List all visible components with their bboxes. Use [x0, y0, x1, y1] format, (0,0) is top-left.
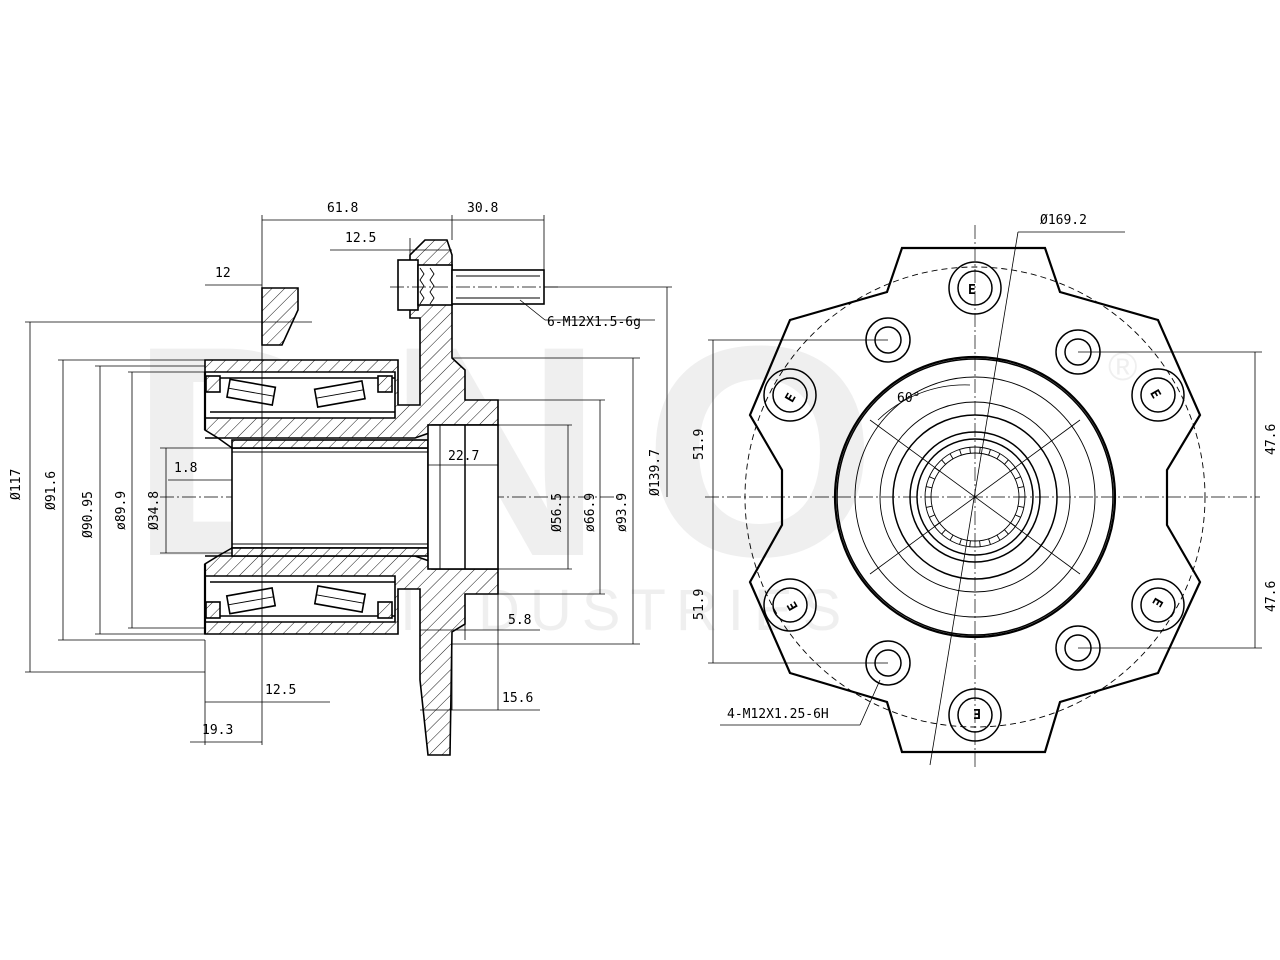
spigot-bore	[427, 424, 499, 570]
dim-dia-91-6: Ø91.6	[44, 471, 59, 510]
svg-text:E: E	[973, 705, 981, 720]
spline-tooth	[996, 534, 1001, 541]
spline-tooth	[1017, 505, 1025, 508]
dim-19-3: 19.3	[202, 723, 233, 738]
spline-tooth	[1017, 486, 1025, 489]
spline-tooth	[941, 459, 946, 465]
hole-thread-callout: 4-M12X1.25-6H	[727, 707, 829, 722]
side-view: 61.8 30.8 12.5 12 1.8 22.7 5.8 12.5 15.6…	[9, 201, 672, 756]
spline-tooth	[979, 447, 981, 454]
side-extension-lines	[25, 215, 672, 745]
side-dimension-lines	[29, 219, 668, 743]
spline-tooth	[949, 453, 954, 460]
spline-tooth	[959, 449, 962, 456]
dim-12-5-top: 12.5	[345, 231, 376, 246]
dim-dia-169-2: Ø169.2	[1040, 213, 1087, 228]
dim-dia-139-7: Ø139.7	[648, 449, 663, 496]
spline-tooth	[988, 538, 991, 545]
spline-tooth	[988, 449, 991, 456]
bearing-lower	[203, 564, 396, 634]
spline-tooth	[1004, 529, 1009, 535]
svg-text:E: E	[1146, 387, 1163, 401]
spline-tooth	[959, 538, 962, 545]
spline-tooth	[929, 514, 935, 518]
dim-dia-89-9: ø89.9	[114, 491, 129, 530]
dim-47-6-bottom: 47.6	[1264, 581, 1279, 612]
dim-dia-34-8: Ø34.8	[147, 491, 162, 530]
dim-12-5-bottom: 12.5	[265, 683, 296, 698]
spline-tooth	[929, 476, 935, 480]
dim-30-8: 30.8	[467, 201, 498, 216]
bearing-upper	[203, 371, 396, 430]
spline-tooth	[925, 486, 933, 489]
dim-15-6: 15.6	[502, 691, 533, 706]
seal-upper-right	[377, 375, 393, 393]
spline-tooth	[925, 505, 933, 508]
spline-tooth	[969, 447, 971, 454]
dim-angle-60: 60°	[897, 391, 920, 406]
dim-dia-90-95: Ø90.95	[81, 491, 96, 538]
dim-51-9-top: 51.9	[692, 429, 707, 460]
bolt-upper-right: E	[1131, 368, 1185, 422]
spline-tooth	[969, 540, 971, 547]
dim-dia-66-9: ø66.9	[583, 493, 598, 532]
dim-12: 12	[215, 266, 231, 281]
seal-lower-left	[205, 601, 221, 619]
dim-61-8: 61.8	[327, 201, 358, 216]
spline-tooth	[979, 540, 981, 547]
bolt-top: E	[948, 261, 1002, 315]
svg-text:E: E	[1148, 595, 1165, 609]
spline-tooth	[1004, 459, 1009, 465]
spline-tooth	[949, 534, 954, 541]
dim-22-7: 22.7	[448, 449, 479, 464]
spline-tooth	[941, 529, 946, 535]
front-dimension-lines	[708, 231, 1262, 766]
dim-dia-117: Ø117	[9, 469, 24, 500]
dim-1-8: 1.8	[174, 461, 197, 476]
dim-5-8: 5.8	[508, 613, 531, 628]
bolt-lower-right: E	[1131, 578, 1185, 632]
seal-lower-right	[377, 601, 393, 619]
spline-tooth	[1015, 476, 1021, 480]
dim-dia-56-5: Ø56.5	[550, 493, 565, 532]
spline-tooth	[1015, 514, 1021, 518]
dim-47-6-top: 47.6	[1264, 424, 1279, 455]
bolt-bottom: E	[948, 688, 1002, 742]
hub-bore	[231, 447, 429, 549]
seal-upper-left	[205, 375, 221, 393]
wheel-stud	[390, 259, 560, 311]
dim-51-9-bottom: 51.9	[692, 589, 707, 620]
dim-dia-93-9: ø93.9	[615, 493, 630, 532]
spline-tooth	[996, 453, 1001, 460]
stud-thread-callout: 6-M12X1.5-6g	[547, 315, 641, 330]
svg-text:E: E	[968, 283, 976, 298]
